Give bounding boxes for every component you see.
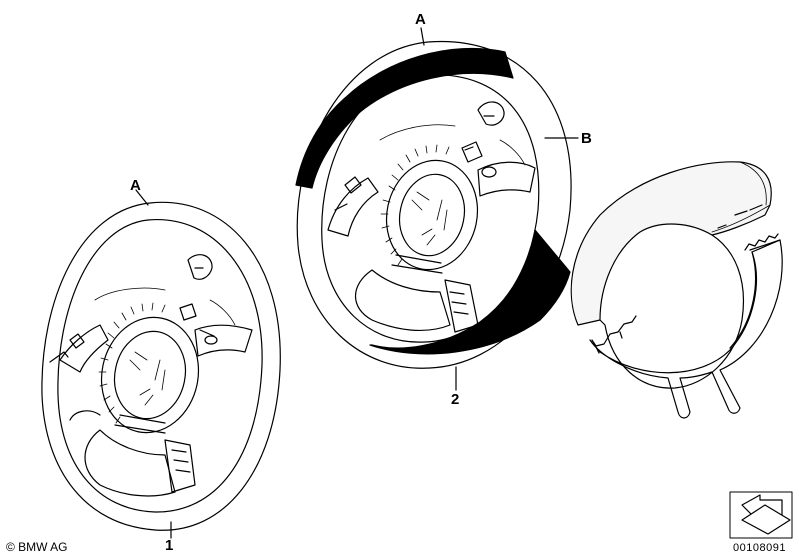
wheel-1-outer-rim [41,201,281,531]
leader-a-top [420,27,425,46]
wheel-2-inner-rim [321,74,540,343]
steering-wheel-2 [295,27,579,391]
wheel-2-hub-ring [385,159,479,271]
label-b: B [581,130,592,147]
wheel-2-rim-bottom-dark [369,229,571,355]
wheel-2-right-spoke [477,161,536,197]
wheel-2-left-spoke [327,177,379,237]
wheel-2-hub-inner [398,173,466,257]
steering-wheel-1 [41,189,281,539]
label-1: 1 [165,537,174,554]
label-a-left: A [130,177,141,194]
label-a-top: A [415,11,426,28]
cover-tab-bottom [591,315,637,347]
wheel-1-right-spoke [194,324,253,357]
wheel-1-left-spoke [59,324,109,373]
steering-wheel-cover [570,161,783,419]
wheel-2-outer-rim [296,40,572,369]
cover-outer-shell [570,161,772,326]
wheel-1-inner-rim [57,219,263,513]
wheel-2-lower-spoke [355,269,451,332]
document-number: 00108091 [733,542,786,554]
cover-trim-ring [589,239,783,419]
wheel-1-hub-ring [100,316,200,434]
label-2: 2 [451,391,460,408]
wheel-1-lower-spoke [84,429,176,497]
cover-tab-top [744,233,779,251]
leader-a-left [135,189,149,206]
wheel-1-hub-inner [113,330,187,420]
copyright-text: © BMW AG [6,540,68,554]
arrow-icon [729,491,793,539]
wheel-2-rim-top-dark [295,47,514,189]
